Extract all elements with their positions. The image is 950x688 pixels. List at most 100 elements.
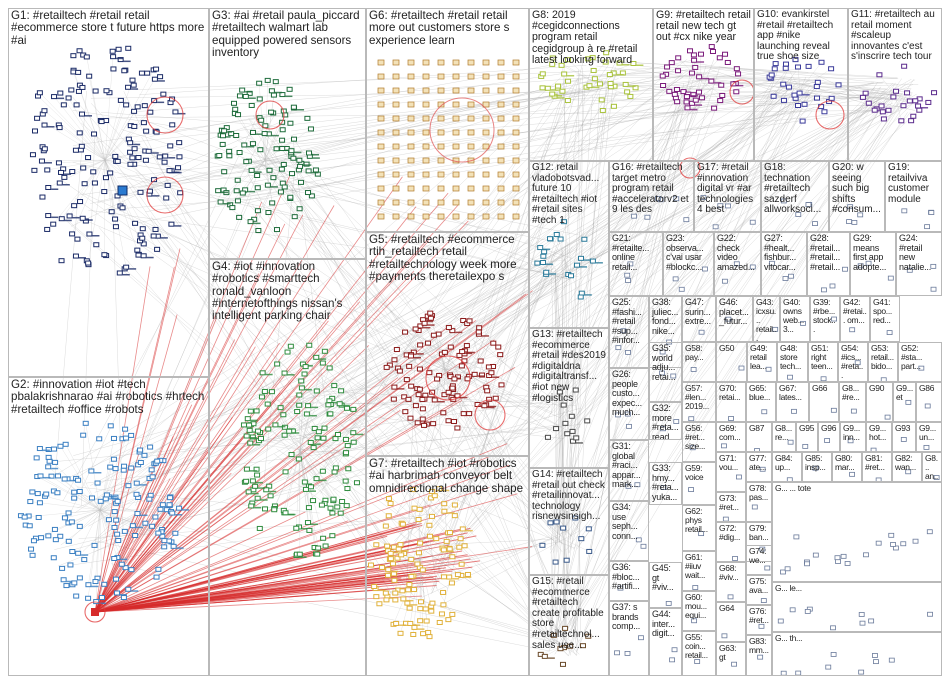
- group-tile-g67[interactable]: G67: lates...: [776, 382, 809, 422]
- group-tile-g52[interactable]: G52: #sta... part...: [898, 342, 942, 382]
- group-tile-g96[interactable]: G96: [818, 422, 840, 452]
- group-tile-g9e[interactable]: G9... un...: [916, 422, 942, 452]
- group-tile-g18[interactable]: G18: technation #retailtech sazderf allw…: [761, 161, 829, 232]
- group-tile-g9d[interactable]: G9... hot...: [866, 422, 892, 452]
- group-tile-g2[interactable]: G2: #innovation #iot #tech pbalakrishnar…: [8, 377, 209, 676]
- group-tile-g9b[interactable]: G9... et: [893, 382, 916, 422]
- group-tile-g41[interactable]: G41: spo... red...: [870, 296, 900, 342]
- group-tile-g29[interactable]: G29: means first app adopte...: [850, 232, 896, 296]
- group-tile-g25[interactable]: G25: #fashi... #retail #sup... #infor...: [609, 296, 649, 368]
- group-tile-g50[interactable]: G50: [716, 342, 747, 382]
- group-tile-g22[interactable]: G22: check video amazed...: [714, 232, 761, 296]
- group-tile-g16[interactable]: G16: #retailtech target metro program re…: [609, 161, 694, 232]
- group-tile-g74[interactable]: G74: we...: [746, 545, 772, 575]
- group-tile-g33[interactable]: G33: hmy... #reta... yuka...: [649, 462, 682, 505]
- group-tile-g15[interactable]: G15: #retail #ecommerce #retailtech crea…: [529, 575, 609, 676]
- group-tile-g90[interactable]: G90: [866, 382, 893, 422]
- group-tile-g44[interactable]: G44: inter... digit...: [649, 608, 682, 676]
- group-tile-g76[interactable]: G76: #ret...: [746, 605, 772, 635]
- group-tile-g26[interactable]: G26: people custo... expec... much...: [609, 368, 649, 440]
- group-tile-g24[interactable]: G24: #retail new natalie...: [896, 232, 942, 296]
- group-tile-g53[interactable]: G53: retail... bido...: [868, 342, 898, 382]
- group-tile-g71[interactable]: G71: vou...: [716, 452, 746, 492]
- group-tile-g62[interactable]: G62: phys retail...: [682, 505, 716, 551]
- group-tile-g46[interactable]: G46: placet... _futur...: [716, 296, 753, 342]
- group-tile-g21[interactable]: G21: #retailte... online retail...: [609, 232, 663, 296]
- group-tile-g80[interactable]: G80: mar...: [832, 452, 862, 482]
- group-tile-g66[interactable]: G66: [809, 382, 839, 422]
- group-tile-g65[interactable]: G65: blue...: [746, 382, 776, 422]
- group-tile-g86[interactable]: G86: [916, 382, 942, 422]
- group-tile-g6[interactable]: G6: #retailtech #retail retail more out …: [366, 8, 529, 232]
- group-tile-g11[interactable]: G11: #retailtech au retail moment #scale…: [848, 8, 942, 161]
- group-tile-g40[interactable]: G40: owns web... 3...: [780, 296, 810, 342]
- group-tile-g51[interactable]: G51: right teen...: [808, 342, 838, 382]
- group-tile-g70[interactable]: G70: retai...: [716, 382, 746, 422]
- group-tile-g42[interactable]: G42: #retai... om...: [840, 296, 870, 342]
- group-tile-g36[interactable]: G36: #bloc... #artifi...: [609, 561, 649, 601]
- group-tile-g8d[interactable]: G8... an...: [922, 452, 942, 482]
- group-tile-g17[interactable]: G17: #retail #innovation digital vr #ar …: [694, 161, 761, 232]
- group-tile-g58[interactable]: G58: pay...: [682, 342, 716, 382]
- group-tile-g43[interactable]: G43: icxsu... retail...: [753, 296, 780, 342]
- group-tile-g72[interactable]: G72: #dig...: [716, 522, 746, 562]
- group-tile-g9[interactable]: G9: #retailtech retail retail new tech g…: [653, 8, 754, 161]
- group-tile-g1[interactable]: G1: #retailtech #retail retail #ecommerc…: [8, 8, 209, 377]
- group-tile-g9c[interactable]: G9... inn...: [840, 422, 866, 452]
- group-tile-g63[interactable]: G63: gt: [716, 642, 746, 676]
- group-tile-g49[interactable]: G49: retail lea...: [747, 342, 777, 382]
- group-tile-g61[interactable]: G61: #iiuv wait...: [682, 551, 716, 591]
- group-tile-g5[interactable]: G5: #retailtech #ecommerce rtih_retailte…: [366, 232, 529, 456]
- group-tile-g8b[interactable]: G8... #re...: [839, 382, 866, 422]
- group-tile-g87[interactable]: G87: [746, 422, 772, 452]
- group-tile-g35[interactable]: G35: world adju... retai...: [649, 342, 682, 402]
- group-tile-g45[interactable]: G45: gt #viv...: [649, 562, 682, 608]
- node: [294, 409, 301, 415]
- group-tile-g31[interactable]: G31: global #raci... appar... mark...: [609, 440, 649, 501]
- group-tile-g54[interactable]: G54: #ics... #reta...: [838, 342, 868, 382]
- group-tile-g95[interactable]: G95: [796, 422, 818, 452]
- group-tile-g13[interactable]: G13: #retailtech #ecommerce #retail #des…: [529, 328, 609, 468]
- group-tile-g14[interactable]: G14: #retailtech #retail out check #reta…: [529, 468, 609, 575]
- group-tile-g81[interactable]: G81: #ret...: [862, 452, 892, 482]
- group-tile-g39[interactable]: G39: #rbe... stock...: [810, 296, 840, 342]
- group-tile-g34[interactable]: G34: use seph... conn...: [609, 501, 649, 561]
- group-tile-g75[interactable]: G75: ava...: [746, 575, 772, 605]
- group-tile-g64[interactable]: G64: [716, 602, 746, 642]
- group-tile-g82[interactable]: G82: wan...: [892, 452, 922, 482]
- group-tile-g57[interactable]: G57: #len... 2019...: [682, 382, 716, 422]
- group-tile-g78[interactable]: G78: pas...: [746, 482, 772, 522]
- group-tile-gx3[interactable]: G... th...: [772, 632, 942, 676]
- group-tile-g59[interactable]: G59: voice: [682, 462, 716, 505]
- group-tile-g8[interactable]: G8: 2019 #cegidconnections program retai…: [529, 8, 653, 161]
- group-tile-g12[interactable]: G12: retail vladobotsvad... future 10 #r…: [529, 161, 609, 328]
- group-tile-g23[interactable]: G23: observa... c'vai usar #blockc...: [663, 232, 714, 296]
- group-tile-g3[interactable]: G3: #ai #retail paula_piccard #retailtec…: [209, 8, 366, 259]
- group-tile-g10[interactable]: G10: evankirstel #retail #retailtech app…: [754, 8, 848, 161]
- node: [671, 647, 678, 653]
- group-tile-g84[interactable]: G84: up...: [772, 452, 802, 482]
- group-tile-gx1[interactable]: G... ... tote: [772, 482, 942, 582]
- group-tile-g55[interactable]: G55: coin... retail...: [682, 631, 716, 676]
- group-tile-g28[interactable]: G28: #retail... #retail... #retail...: [807, 232, 850, 296]
- group-tile-g4[interactable]: G4: #iot #innovation #robotics #smarttec…: [209, 259, 366, 676]
- group-tile-g48[interactable]: G48: store tech...: [777, 342, 808, 382]
- group-tile-g27[interactable]: G27: #healt... fishbur... vitocar...: [761, 232, 807, 296]
- group-tile-g68[interactable]: G68: #viv...: [716, 562, 746, 602]
- group-tile-g20[interactable]: G20: w seeing such big shifts #consum...: [829, 161, 885, 232]
- group-tile-g47[interactable]: G47: surin... extre...: [682, 296, 716, 342]
- group-tile-g56[interactable]: G56: #ret... size...: [682, 422, 716, 462]
- group-tile-g60[interactable]: G60: mou... equi...: [682, 591, 716, 631]
- group-tile-g8c[interactable]: G8... re...: [772, 422, 796, 452]
- group-tile-g93[interactable]: G93: [892, 422, 916, 452]
- group-tile-g83[interactable]: G83: mm...: [746, 635, 772, 676]
- group-tile-g69[interactable]: G69: com...: [716, 422, 746, 452]
- group-tile-gx2[interactable]: G... le...: [772, 582, 942, 632]
- group-tile-g85[interactable]: G85: insp...: [802, 452, 832, 482]
- group-tile-g77[interactable]: G77: ate...: [746, 452, 772, 482]
- group-tile-g19[interactable]: G19: retailviva customer module: [885, 161, 942, 232]
- group-tile-g7[interactable]: G7: #retailtech #iot #robotics #ai harbr…: [366, 456, 529, 676]
- group-tile-g32[interactable]: G32: more #reta... read...: [649, 402, 682, 440]
- group-tile-g73[interactable]: G73: #ret...: [716, 492, 746, 522]
- group-tile-g37[interactable]: G37: s brands comp...: [609, 601, 649, 676]
